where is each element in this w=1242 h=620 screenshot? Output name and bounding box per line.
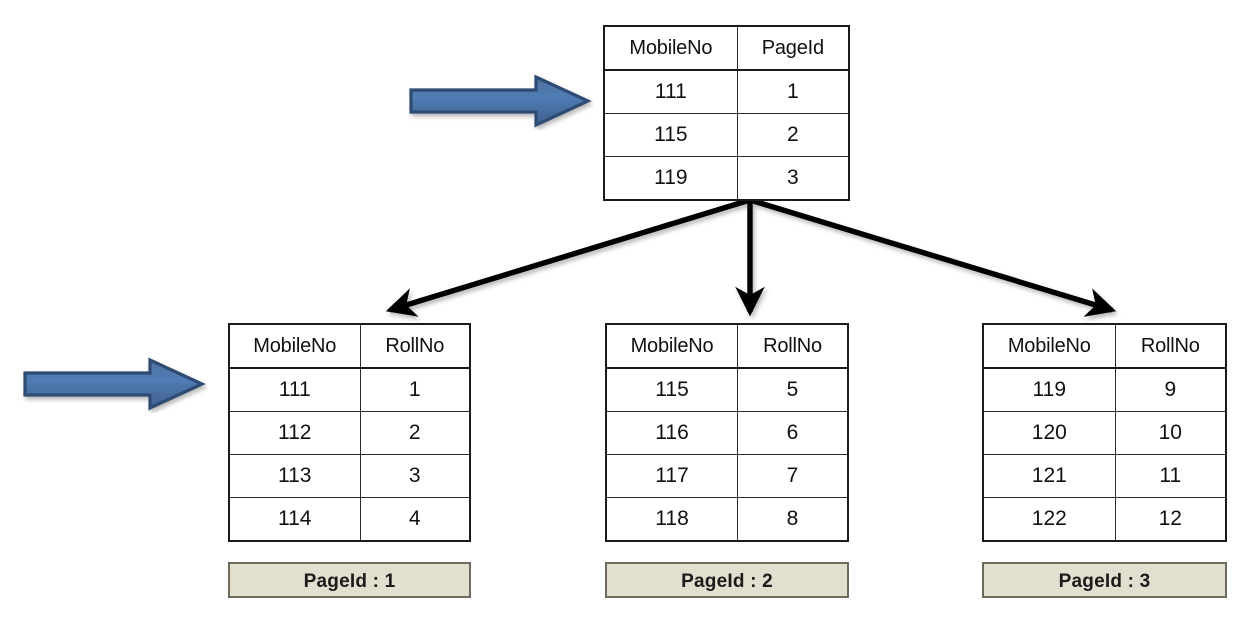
column-header-rollno: RollNo [737,323,849,369]
cell-rollno: 5 [737,367,849,412]
table-row: 116 6 [605,411,849,455]
cell-mobileno: 115 [603,113,738,157]
cell-rollno: 1 [359,367,471,412]
index-pointer-arrow-icon [409,74,592,128]
connector-index-to-page-3 [749,197,1117,317]
cell-mobileno: 112 [228,411,361,455]
connector-index-to-page-1 [385,197,751,317]
column-header-mobileno: MobileNo [982,323,1116,369]
data-page-3-table: MobileNo RollNo 119 9 120 10 121 11 122 … [982,323,1227,542]
table-row: 121 11 [982,454,1227,498]
data-page-pointer-arrow-icon [23,357,206,411]
cell-mobileno: 119 [982,367,1116,412]
table-row: 115 2 [603,113,850,157]
cell-mobileno: 116 [605,411,739,455]
table-row: 111 1 [603,69,850,114]
table-row: 117 7 [605,454,849,498]
cell-mobileno: 120 [982,411,1116,455]
cell-rollno: 8 [737,497,849,542]
cell-rollno: 10 [1114,411,1227,455]
table-row: 118 8 [605,497,849,542]
table-row: 115 5 [605,367,849,412]
table-row: 111 1 [228,367,471,412]
cell-rollno: 6 [737,411,849,455]
cell-pageid: 2 [736,113,850,157]
cell-mobileno: 111 [603,69,738,114]
data-page-2-table: MobileNo RollNo 115 5 116 6 117 7 118 8 [605,323,849,542]
column-header-rollno: RollNo [359,323,471,369]
cell-rollno: 11 [1114,454,1227,498]
page-id-label-1: PageId : 1 [228,562,471,598]
cell-mobileno: 113 [228,454,361,498]
index-table: MobileNo PageId 111 1 115 2 119 3 [603,25,850,201]
cell-mobileno: 121 [982,454,1116,498]
cell-mobileno: 117 [605,454,739,498]
table-header-row: MobileNo PageId [603,25,850,71]
cell-rollno: 9 [1114,367,1227,412]
cell-mobileno: 119 [603,156,738,201]
cell-mobileno: 111 [228,367,361,412]
table-header-row: MobileNo RollNo [982,323,1227,369]
cell-rollno: 2 [359,411,471,455]
cell-mobileno: 115 [605,367,739,412]
page-id-label-2: PageId : 2 [605,562,849,598]
cell-pageid: 1 [736,69,850,114]
cell-mobileno: 122 [982,497,1116,542]
page-id-label-3: PageId : 3 [982,562,1227,598]
column-header-pageid: PageId [736,25,850,71]
cell-rollno: 4 [359,497,471,542]
column-header-mobileno: MobileNo [228,323,361,369]
table-row: 122 12 [982,497,1227,542]
data-page-1-table: MobileNo RollNo 111 1 112 2 113 3 114 4 [228,323,471,542]
cell-mobileno: 114 [228,497,361,542]
table-row: 119 3 [603,156,850,201]
table-row: 113 3 [228,454,471,498]
table-row: 112 2 [228,411,471,455]
table-row: 119 9 [982,367,1227,412]
table-header-row: MobileNo RollNo [605,323,849,369]
table-row: 120 10 [982,411,1227,455]
table-row: 114 4 [228,497,471,542]
cell-rollno: 7 [737,454,849,498]
column-header-rollno: RollNo [1114,323,1227,369]
cell-rollno: 12 [1114,497,1227,542]
cell-pageid: 3 [736,156,850,201]
cell-rollno: 3 [359,454,471,498]
cell-mobileno: 118 [605,497,739,542]
column-header-mobileno: MobileNo [603,25,738,71]
table-header-row: MobileNo RollNo [228,323,471,369]
column-header-mobileno: MobileNo [605,323,739,369]
